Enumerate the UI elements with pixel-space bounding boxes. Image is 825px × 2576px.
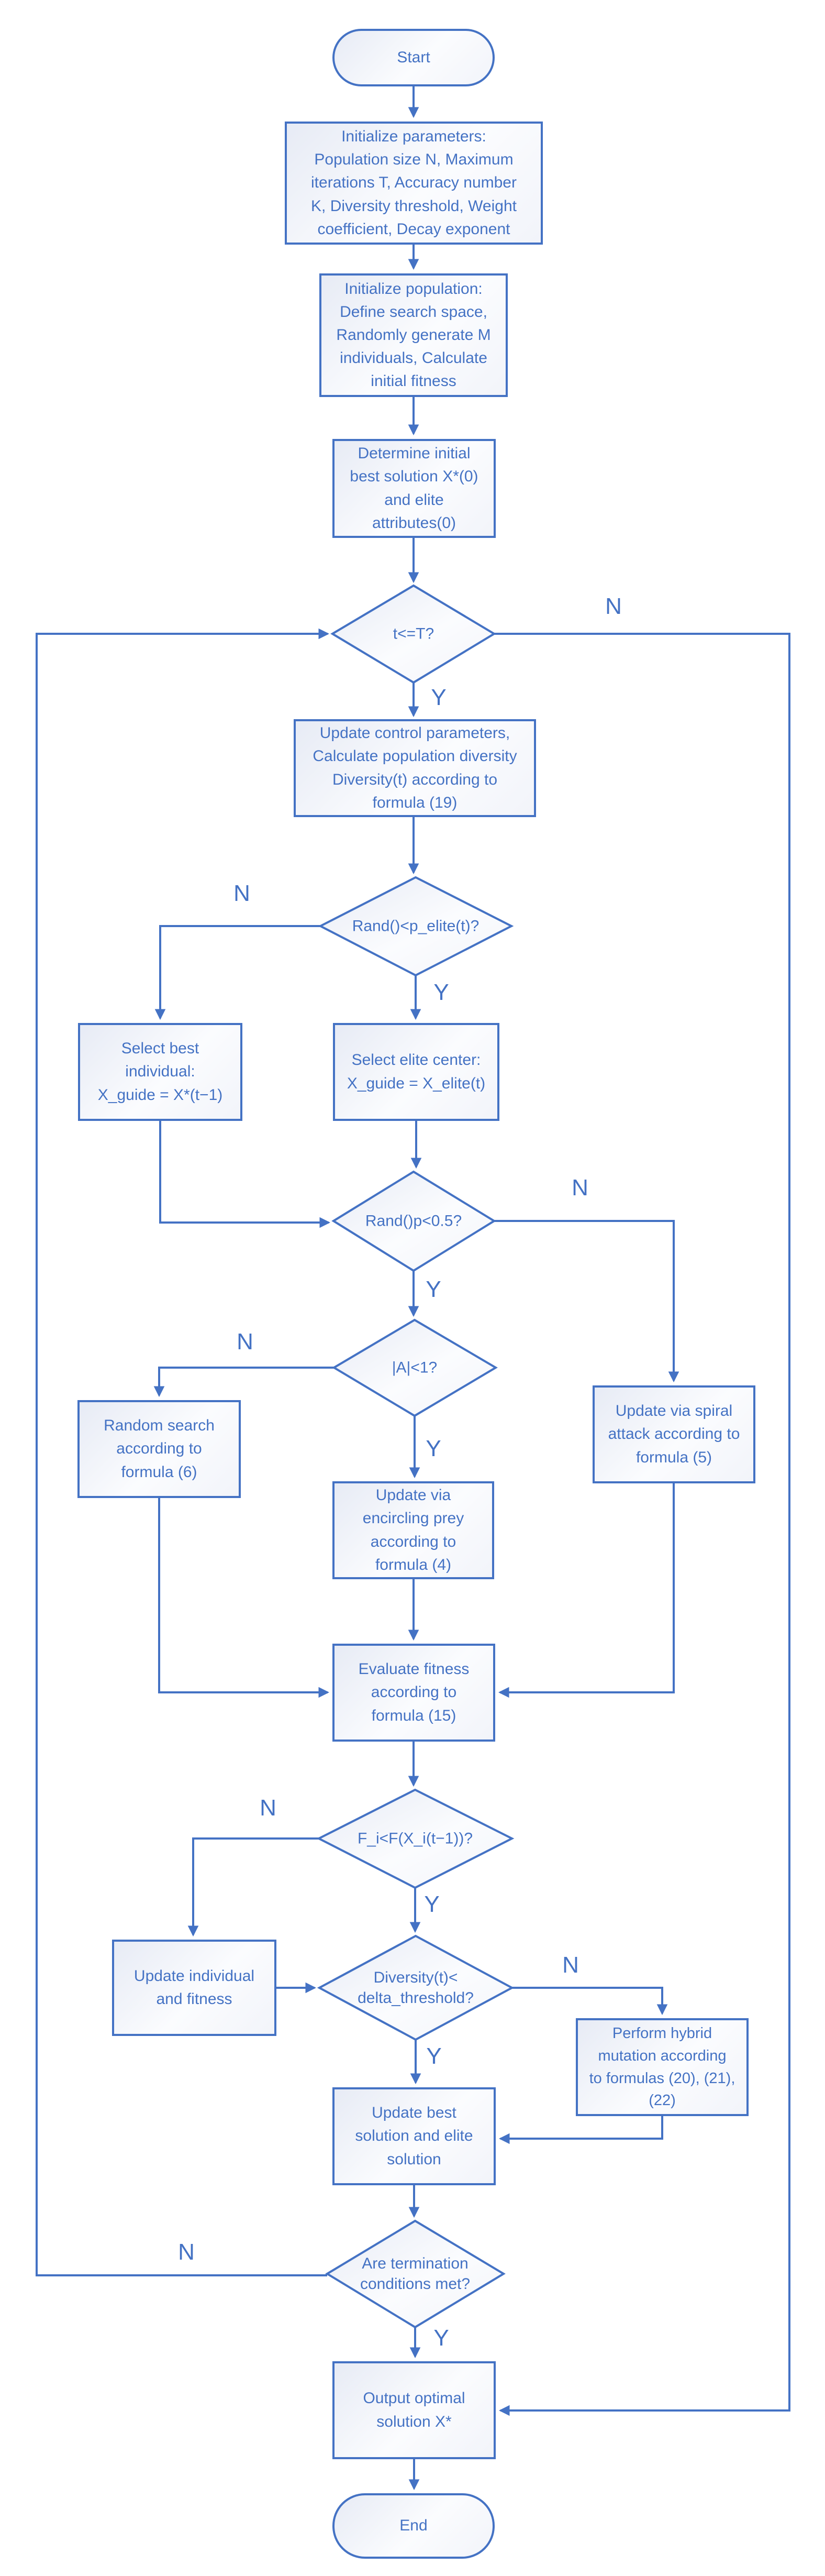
p-elite-check-label: Rand()<p_elite(t)? (352, 917, 480, 935)
update-control-node: Update control parameters, Calculate pop… (294, 719, 536, 817)
termination-no-label: N (178, 2239, 195, 2265)
diversity-check-diamond (317, 1934, 515, 2041)
edge-a-no (153, 1367, 334, 1397)
select-elite-node: Select elite center: X_guide = X_elite(t… (333, 1023, 499, 1121)
p05-check-label: Rand()p<0.5? (365, 1212, 462, 1230)
a-no-label: N (237, 1329, 253, 1355)
diversity-yes-label: Y (426, 2043, 442, 2069)
a-check-label: |A|<1? (392, 1359, 438, 1377)
edge-select-best-to-p05 (159, 1121, 331, 1228)
p-elite-check-diamond (318, 876, 514, 977)
edge-diversity-no (512, 1987, 668, 2016)
fitness-no-label: N (260, 1795, 276, 1821)
start-node: Start (332, 29, 495, 86)
t-check-diamond (330, 584, 496, 684)
output-solution-node: Output optimal solution X* (332, 2361, 496, 2459)
p05-no-label: N (572, 1175, 588, 1201)
diversity-check-label: Diversity(t)< delta_threshold? (358, 1969, 474, 2007)
termination-check-label: Are termination conditions met? (360, 2255, 471, 2293)
termination-check-diamond (325, 2219, 506, 2329)
evaluate-fitness-node: Evaluate fitness according to formula (1… (332, 1644, 495, 1742)
edge-random-search-to-evaluate (158, 1498, 330, 1698)
edge-p-elite-no (154, 925, 320, 1020)
p05-yes-label: Y (426, 1276, 441, 1302)
p05-check-diamond (331, 1170, 496, 1272)
update-individual-node: Update individual and fitness (112, 1940, 276, 2036)
end-node: End (332, 2493, 495, 2559)
init-best-node: Determine initial best solution X*(0) an… (332, 439, 496, 538)
p-elite-yes-label: Y (433, 979, 449, 1005)
select-best-node: Select best individual: X_guide = X*(t−1… (78, 1023, 242, 1121)
init-pop-node: Initialize population: Define search spa… (319, 273, 508, 397)
a-yes-label: Y (426, 1436, 441, 1461)
edge-p05-no (494, 1220, 679, 1383)
edge-t-no-loop (494, 633, 790, 2416)
update-best-node: Update best solution and elite solution (332, 2087, 496, 2185)
a-check-diamond (332, 1318, 498, 1417)
edge-hybrid-to-update-best (498, 2116, 663, 2144)
fitness-check-diamond (316, 1788, 515, 1889)
spiral-attack-node: Update via spiral attack according to fo… (593, 1385, 755, 1483)
diversity-no-label: N (562, 1952, 579, 1978)
edge-termination-no-loop (36, 628, 330, 2276)
t-check-label: t<=T? (393, 625, 434, 643)
termination-yes-label: Y (433, 2325, 449, 2351)
fitness-check-label: F_i<F(X_i(t−1))? (357, 1830, 473, 1847)
p-elite-no-label: N (233, 880, 250, 906)
hybrid-mutation-node: Perform hybrid mutation according to for… (576, 2018, 749, 2116)
init-params-node: Initialize parameters: Population size N… (285, 122, 543, 245)
random-search-node: Random search according to formula (6) (77, 1400, 241, 1498)
encircling-prey-node: Update via encircling prey according to … (332, 1481, 494, 1579)
fitness-yes-label: Y (424, 1891, 440, 1917)
edge-spiral-to-evaluate (498, 1483, 675, 1698)
edge-fitness-no (187, 1837, 319, 1937)
t-no-label: N (605, 593, 622, 619)
t-yes-label: Y (431, 685, 447, 710)
